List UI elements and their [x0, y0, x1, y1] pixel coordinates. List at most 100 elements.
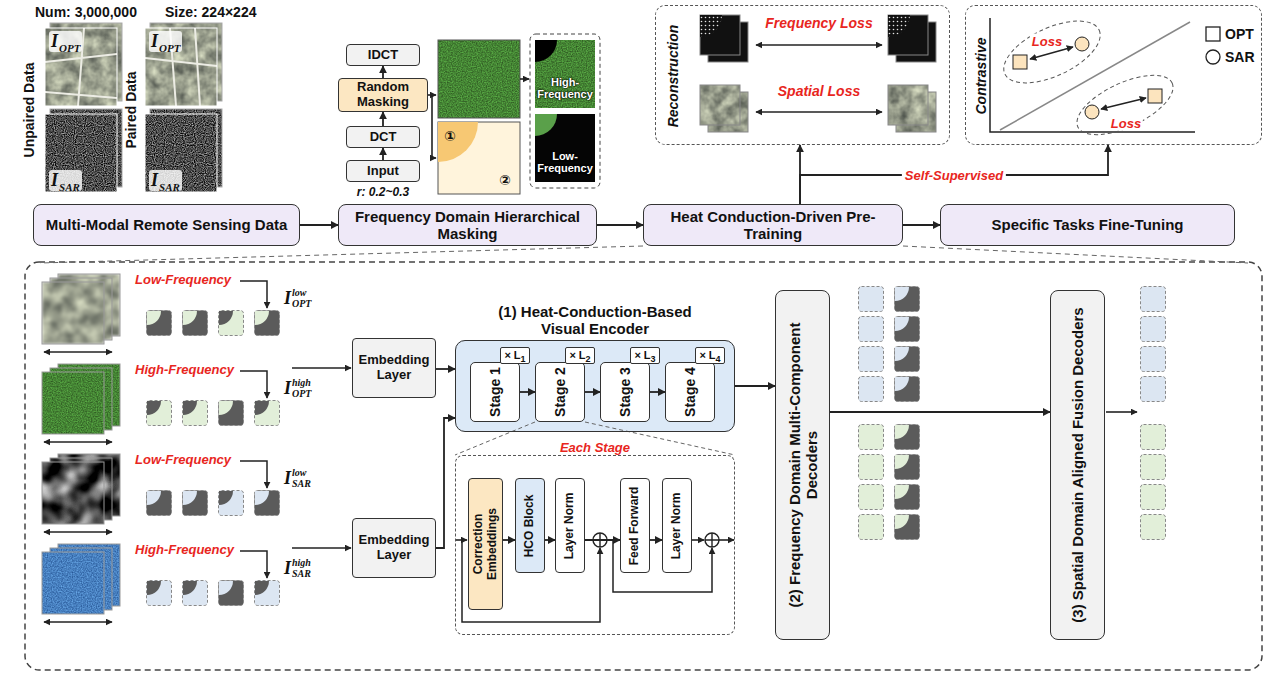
contrastive-illustration-ellipse [995, 8, 1110, 95]
step-box: Input [346, 160, 420, 182]
decoder-tiles-use [895, 347, 920, 372]
box-label: Layer Norm [670, 482, 684, 569]
stage-detail: Each StageCorrection EmbeddingsHCO Block… [455, 455, 735, 635]
connector [382, 148, 384, 160]
patch-tiles-path [292, 547, 351, 549]
decoder-tiles-use [895, 377, 920, 402]
repeat-tag: × L4 [695, 347, 725, 364]
box-label: Stage 2 [552, 366, 568, 418]
loss-panel: ContrastiveLossLoss [965, 5, 1262, 145]
masking-illustration-rect [438, 40, 520, 118]
block-heading: (1) Heat-Conduction-Based Visual Encoder [480, 303, 710, 338]
reconstruction-illustration-path [756, 111, 882, 113]
connector [903, 224, 940, 226]
box-label: Stage 3 [617, 366, 633, 418]
math-symbol: IhighOPT [282, 378, 313, 399]
math-subscript: OPT [292, 389, 311, 400]
patch-tiles-use [147, 491, 172, 516]
text-block: Input [367, 164, 399, 179]
decoder-tiles-path [1106, 411, 1137, 413]
band-label: High-Frequency [135, 362, 234, 377]
patch-tiles-use [219, 311, 244, 336]
math-symbol: IlowOPT [282, 288, 313, 309]
math-scripts: highSAR [292, 558, 311, 579]
masking-illustration [428, 34, 600, 194]
panel-title: Reconstruction [665, 23, 681, 130]
input-stacks-rect [42, 552, 104, 614]
layer-box: Correction Embeddings [468, 478, 503, 610]
connector [830, 411, 1050, 413]
math-subscript: OPT [292, 299, 311, 310]
connector [545, 539, 555, 541]
input-stacks-rect [42, 282, 104, 344]
process-box: Multi-Modal Remote Sensing Data [33, 204, 300, 246]
loss-label: Loss [1030, 34, 1064, 49]
process-box: Specific Tasks Fine-Tuning [940, 204, 1235, 246]
edge-label: Self-Supervised [902, 168, 1006, 183]
math-superscript: low [292, 288, 311, 299]
connector [650, 391, 665, 393]
encoder-fill-path [455, 422, 735, 455]
box-label: Embedding Layer [359, 352, 430, 382]
decoder-tiles-use [859, 287, 884, 312]
decoder-tiles-use [859, 485, 884, 510]
text-block: DCT [370, 130, 397, 145]
reconstruction-illustration-rect [888, 15, 928, 55]
math-base: I [151, 170, 158, 191]
math-base: I [51, 31, 58, 52]
patch-tiles-path [240, 281, 267, 308]
dataset-stat: Num: 3,000,000 [35, 4, 137, 20]
patch-tiles-use [147, 401, 172, 426]
loss-label: Frequency Loss [763, 15, 874, 31]
input-stacks-rect [42, 552, 104, 614]
step-box: Random Masking [338, 78, 428, 112]
math-subscript: SAR [292, 569, 311, 580]
decoder-tiles-use [895, 317, 920, 342]
contrastive-illustration-path [1030, 47, 1073, 59]
contrastive-illustration-ellipse [1069, 63, 1182, 147]
layer-box: Embedding Layer [352, 338, 436, 398]
box-label: (3) Spatial Domain Aligned Fusion Decode… [1069, 294, 1086, 636]
connector [585, 539, 620, 541]
connector [382, 66, 384, 78]
box-label: Multi-Modal Remote Sensing Data [46, 216, 288, 233]
band-label: Low-Frequency [135, 272, 231, 287]
sample-images-rect [145, 114, 217, 192]
patch-tiles-use [219, 491, 244, 516]
contrastive-illustration-circle [1075, 37, 1089, 51]
sample-images-path [45, 28, 117, 106]
input-stacks-rect [42, 372, 104, 434]
connector [436, 368, 455, 370]
box-label: × L [504, 349, 520, 361]
math-scripts: lowSAR [292, 468, 311, 489]
legend-swatch [1205, 49, 1221, 65]
math-base: I [284, 468, 291, 489]
repeat-tag: × L3 [630, 347, 660, 364]
subscript: 1 [521, 354, 526, 364]
box-label: (2) Frequency Domain Multi-Component Dec… [785, 294, 820, 636]
math-symbol: IhighSAR [282, 558, 313, 579]
patch-tiles-use [255, 401, 280, 426]
stage-box: Stage 1× L1 [470, 362, 520, 422]
reconstruction-illustration-path [756, 44, 882, 46]
math-superscript: high [292, 558, 311, 569]
patch-tiles-path [240, 371, 267, 398]
layer-box: Layer Norm [555, 478, 585, 573]
ratio-label: r: 0.2~0.3 [357, 185, 409, 199]
reconstruction-illustration-path [888, 15, 910, 37]
math-symbol: IOPT [49, 31, 82, 52]
math-subscript: SAR [159, 181, 180, 193]
contrastive-illustration-circle [1085, 105, 1099, 119]
box-label: Stage 4 [682, 366, 698, 418]
box-label: × L [569, 349, 585, 361]
sample-images-rect [45, 114, 117, 192]
box-label: Frequency Domain Hierarchical Masking [355, 208, 580, 242]
text-block: Multi-Modal Remote Sensing Data [46, 216, 288, 233]
decoder-tiles-use [1141, 347, 1166, 372]
math-subscript: SAR [292, 479, 311, 490]
sample-images-rect [45, 28, 117, 106]
math-subscript: OPT [159, 42, 180, 54]
sample-images-rect [145, 28, 217, 106]
side-label: Unpaired Data [21, 63, 37, 158]
